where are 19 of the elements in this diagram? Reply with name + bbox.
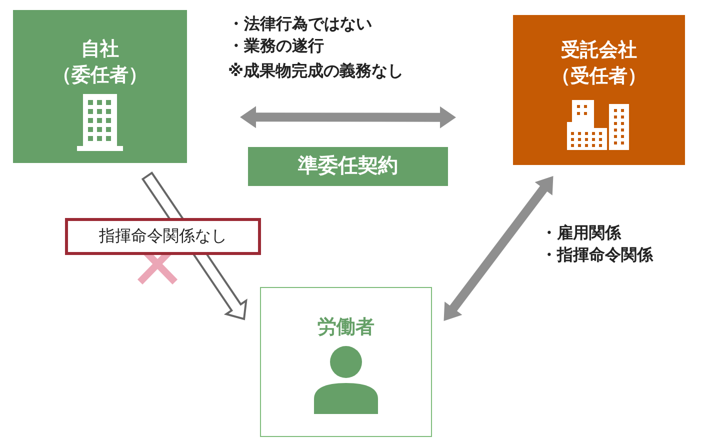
node-title: 指揮命令関係なし — [98, 226, 228, 247]
contractor-box — [513, 15, 685, 165]
node-title: 自社 — [80, 37, 120, 62]
relation-label — [65, 218, 261, 255]
node-title: 受託会社 — [560, 38, 638, 63]
contract-note: ・法律行為ではない — [228, 13, 372, 35]
node-subtitle: （受任者） — [550, 64, 648, 89]
relation-note: ・指揮命令関係 — [541, 244, 653, 266]
double-arrow — [240, 106, 456, 128]
node-title: 労働者 — [316, 315, 376, 340]
contract-note: ・業務の遂行 — [228, 35, 324, 57]
contract-note: ※成果物完成の義務なし — [228, 60, 404, 82]
relation-note: ・雇用関係 — [541, 222, 621, 244]
double-arrow — [444, 176, 554, 321]
node-title: 準委任契約 — [297, 152, 399, 179]
worker-box — [260, 287, 432, 437]
node-subtitle: （委任者） — [52, 63, 148, 88]
company-box — [13, 10, 187, 163]
contract-label — [248, 147, 448, 186]
